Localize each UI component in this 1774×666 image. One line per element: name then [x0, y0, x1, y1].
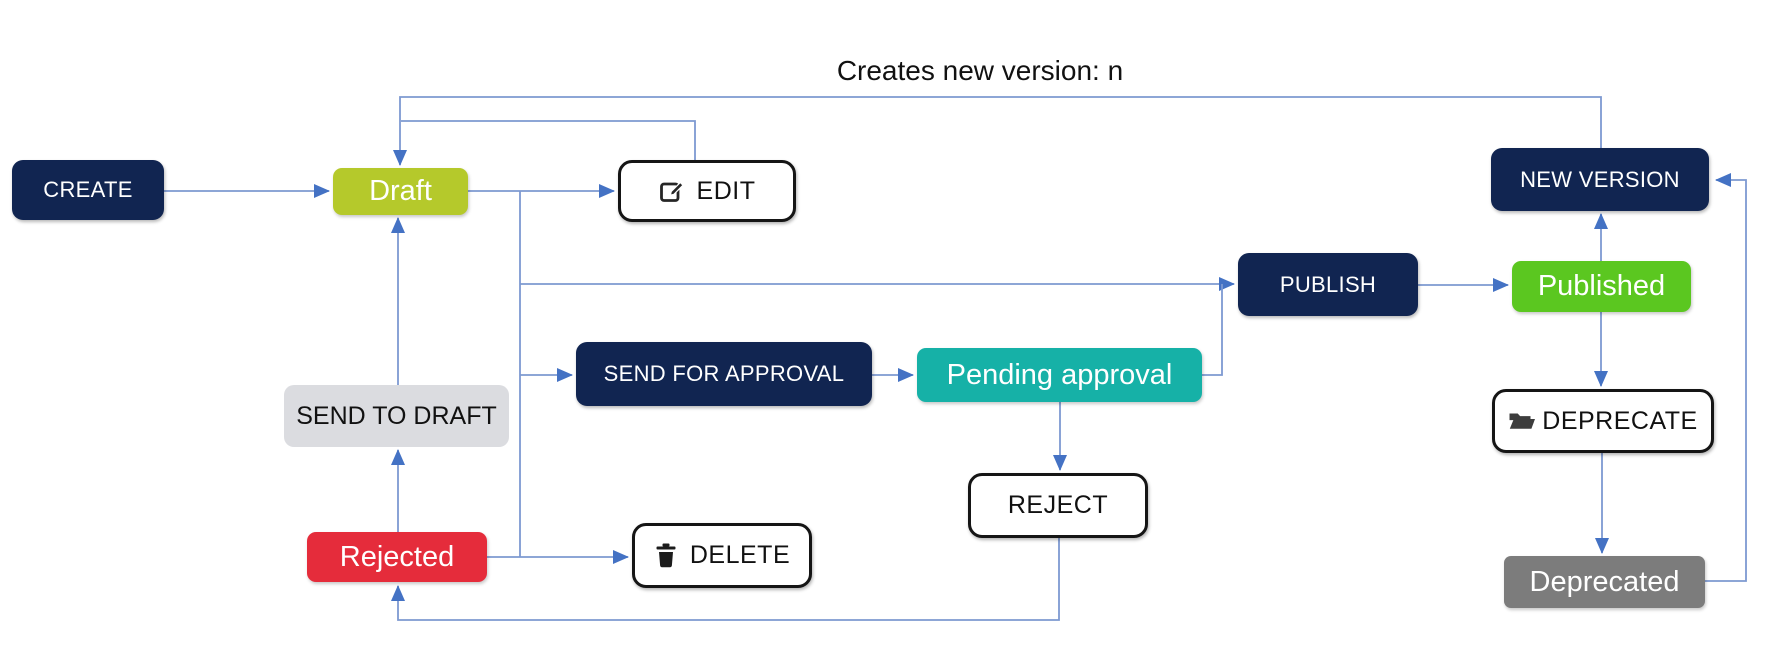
- node-create-label: CREATE: [43, 177, 133, 202]
- edge-deprecated-to-new-version: [1705, 173, 1747, 582]
- annotation-creates-new-version: Creates new version: n: [836, 55, 1124, 86]
- node-rejected: Rejected: [307, 532, 487, 582]
- node-published: Published: [1512, 261, 1691, 312]
- node-new-version: NEW VERSION: [1491, 148, 1709, 211]
- node-publish: PUBLISH: [1238, 253, 1418, 316]
- node-reject-label: REJECT: [1007, 491, 1109, 519]
- edge-pending-to-publish: [1202, 284, 1223, 376]
- edge-reject-to-rejected: [391, 538, 1060, 621]
- edge-new-version-to-draft: [393, 96, 1602, 166]
- node-published-label: Published: [1537, 270, 1666, 302]
- node-draft: Draft: [333, 168, 468, 215]
- node-send-to-draft-label: SEND TO DRAFT: [296, 401, 497, 430]
- node-rejected-label: Rejected: [339, 540, 455, 573]
- node-deprecate-label: DEPRECATE: [1542, 406, 1698, 435]
- node-pending-approval-label: Pending approval: [946, 358, 1173, 391]
- node-deprecated-label: Deprecated: [1529, 565, 1680, 598]
- node-deprecate: DEPRECATE: [1492, 389, 1714, 453]
- node-publish-label: PUBLISH: [1279, 271, 1377, 297]
- node-create: CREATE: [12, 160, 164, 220]
- node-reject: REJECT: [968, 473, 1148, 538]
- node-send-for-approval: SEND FOR APPROVAL: [576, 342, 872, 406]
- node-send-to-draft: SEND TO DRAFT: [284, 385, 509, 447]
- trash-icon: [654, 542, 678, 569]
- node-send-for-approval-label: SEND FOR APPROVAL: [603, 361, 845, 386]
- node-edit: EDIT: [618, 160, 796, 222]
- node-new-version-label: NEW VERSION: [1520, 166, 1680, 192]
- node-deprecated: Deprecated: [1504, 556, 1705, 608]
- edit-icon: [659, 178, 685, 204]
- node-pending-approval: Pending approval: [917, 348, 1202, 402]
- node-edit-label: EDIT: [696, 176, 756, 205]
- node-delete-label: DELETE: [689, 541, 791, 569]
- node-draft-label: Draft: [369, 175, 432, 207]
- edge-edit-to-draft: [401, 120, 696, 160]
- folder-open-icon: [1508, 410, 1536, 433]
- node-delete: DELETE: [632, 523, 812, 588]
